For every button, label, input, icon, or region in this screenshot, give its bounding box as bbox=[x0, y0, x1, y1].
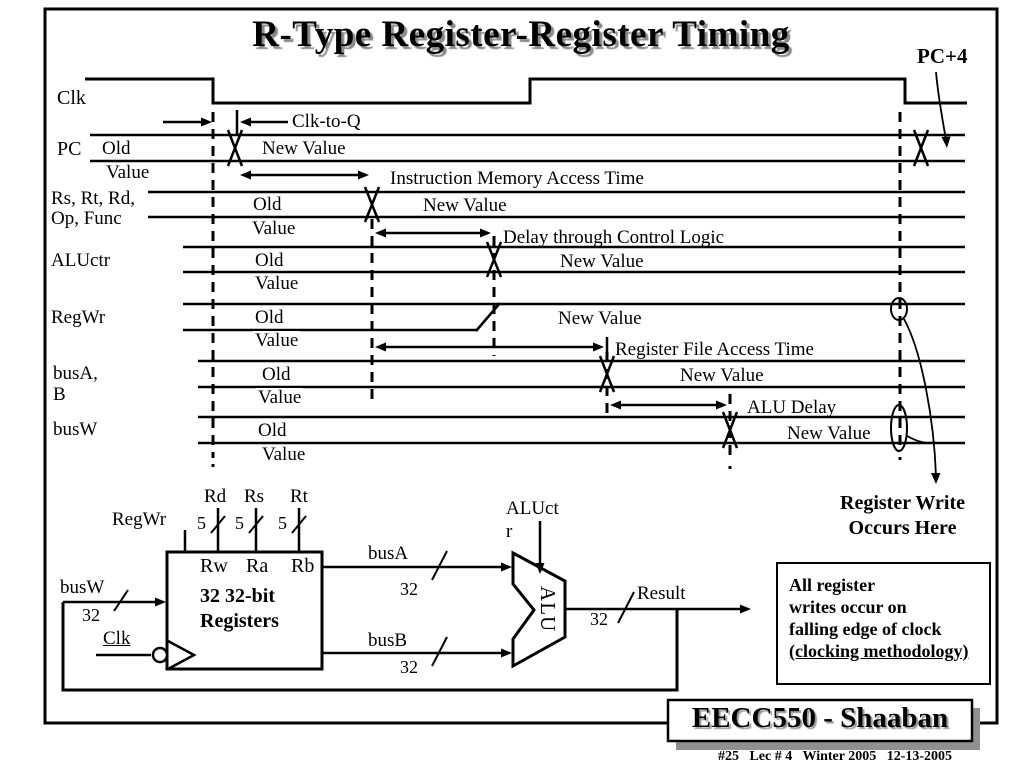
busa-signal-label-2: B bbox=[53, 384, 66, 405]
busa-old: Old bbox=[262, 364, 291, 385]
rs-width-slash bbox=[248, 515, 264, 534]
rs-value: Value bbox=[250, 218, 298, 239]
busb-width-slash bbox=[431, 636, 448, 667]
slide-border bbox=[43, 7, 999, 725]
rw-port-label: Rw bbox=[200, 555, 228, 577]
clk-to-q-label: Clk-to-Q bbox=[292, 111, 361, 132]
busb-width-32: 32 bbox=[400, 657, 418, 677]
regfile-name-2: Registers bbox=[200, 610, 279, 632]
note-line-2: writes occur on bbox=[789, 597, 907, 617]
ra-port-label: Ra bbox=[246, 555, 269, 577]
register-file-block bbox=[61, 508, 679, 692]
register-write-markers bbox=[890, 297, 941, 484]
clk-waveform bbox=[85, 77, 967, 105]
regfile-name-1: 32 32-bit bbox=[200, 585, 275, 607]
pc-signal-label: PC bbox=[57, 138, 82, 160]
register-file-box bbox=[165, 550, 324, 671]
regwr-old: Old bbox=[255, 307, 284, 328]
alu-body-label: ALU bbox=[536, 586, 561, 633]
aluctr-value: Value bbox=[253, 273, 301, 294]
aluctr-signal-label: ALUctr bbox=[51, 250, 111, 271]
regwr-rising-edge bbox=[475, 302, 501, 332]
result-width-slash bbox=[617, 591, 635, 624]
dp-clk-label: Clk bbox=[103, 628, 131, 649]
dp-aluctr-label-1: ALUct bbox=[506, 498, 559, 519]
rt-width-5: 5 bbox=[278, 513, 287, 533]
pc-plus-4-arrow bbox=[935, 71, 951, 148]
rs-width-5: 5 bbox=[235, 513, 244, 533]
register-write-occurs-label-2: Occurs Here bbox=[848, 517, 957, 539]
slide-title: R-Type Register-Register Timing bbox=[252, 14, 790, 55]
dashed-line-end-dots bbox=[211, 457, 902, 469]
clk-edge-triangle-icon bbox=[167, 639, 197, 671]
result-label: Result bbox=[637, 583, 686, 604]
busa-width-slash bbox=[431, 550, 448, 581]
bus-signal-lines bbox=[90, 133, 965, 445]
regwr-signal-label: RegWr bbox=[51, 307, 106, 328]
note-line-1: All register bbox=[789, 575, 876, 595]
dp-rs-label: Rs bbox=[244, 486, 265, 507]
aluctr-old: Old bbox=[255, 250, 284, 271]
rs-old: Old bbox=[253, 194, 282, 215]
pc-value: Value bbox=[104, 162, 152, 183]
note-box bbox=[776, 562, 991, 685]
register-write-occurs-label-1: Register Write bbox=[840, 492, 965, 514]
pc-new: New Value bbox=[262, 138, 346, 159]
alu-shape bbox=[511, 550, 567, 669]
regwr-value: Value bbox=[253, 330, 301, 351]
result-width-32: 32 bbox=[590, 609, 608, 629]
instruction-memory-label: Instruction Memory Access Time bbox=[390, 168, 644, 189]
alu-delay-label: ALU Delay bbox=[747, 397, 837, 418]
busa-value: Value bbox=[256, 387, 304, 408]
busw-new: New Value bbox=[787, 423, 871, 444]
dp-regwr-label: RegWr bbox=[112, 509, 167, 530]
aluctr-new: New Value bbox=[560, 251, 644, 272]
rs-signal-label-2: Op, Func bbox=[51, 208, 122, 229]
result-feedback-wire bbox=[61, 602, 679, 692]
busw-width-slash bbox=[113, 589, 129, 612]
rb-port-label: Rb bbox=[291, 555, 315, 577]
dp-aluctr-label-2: r bbox=[506, 521, 513, 542]
rs-signal-label-1: Rs, Rt, Rd, bbox=[51, 188, 135, 209]
register-file-access-label: Register File Access Time bbox=[615, 339, 814, 360]
course-box bbox=[666, 698, 980, 750]
dp-rt-label: Rt bbox=[290, 486, 308, 507]
clk-signal-label: Clk bbox=[57, 87, 86, 109]
dp-busa-label: busA bbox=[368, 543, 409, 564]
busa-width-32: 32 bbox=[400, 579, 418, 599]
clk-inversion-bubble bbox=[151, 646, 169, 664]
busw-value: Value bbox=[260, 444, 308, 465]
busa-signal-label-1: busA, bbox=[53, 363, 98, 384]
dp-rd-label: Rd bbox=[204, 486, 227, 507]
note-line-3: falling edge of clock bbox=[789, 619, 942, 639]
control-logic-delay-label: Delay through Control Logic bbox=[503, 227, 725, 248]
rt-width-slash bbox=[291, 515, 307, 534]
note-line-4: (clocking methodology) bbox=[789, 641, 969, 661]
rd-width-5: 5 bbox=[197, 513, 206, 533]
pc-old: Old bbox=[102, 138, 131, 159]
alu-block bbox=[322, 521, 751, 669]
transition-x-marks bbox=[226, 129, 930, 449]
busw-old: Old bbox=[258, 420, 287, 441]
regwr-new: New Value bbox=[558, 308, 642, 329]
rs-new: New Value bbox=[423, 195, 507, 216]
pc-plus-4-label: PC+4 bbox=[917, 44, 968, 68]
timing-arrows bbox=[163, 110, 727, 410]
busw-signal-label: busW bbox=[53, 419, 98, 440]
busw-width-32: 32 bbox=[82, 605, 100, 625]
clock-edge-dashed-lines bbox=[211, 112, 902, 460]
dp-busb-label: busB bbox=[368, 630, 408, 651]
busa-new: New Value bbox=[680, 365, 764, 386]
course-title: EECC550 - Shaaban bbox=[691, 702, 949, 734]
dp-busw-label: busW bbox=[60, 577, 105, 598]
lecture-meta: #25 Lec # 4 Winter 2005 12-13-2005 bbox=[717, 749, 953, 764]
rd-width-slash bbox=[210, 515, 226, 534]
